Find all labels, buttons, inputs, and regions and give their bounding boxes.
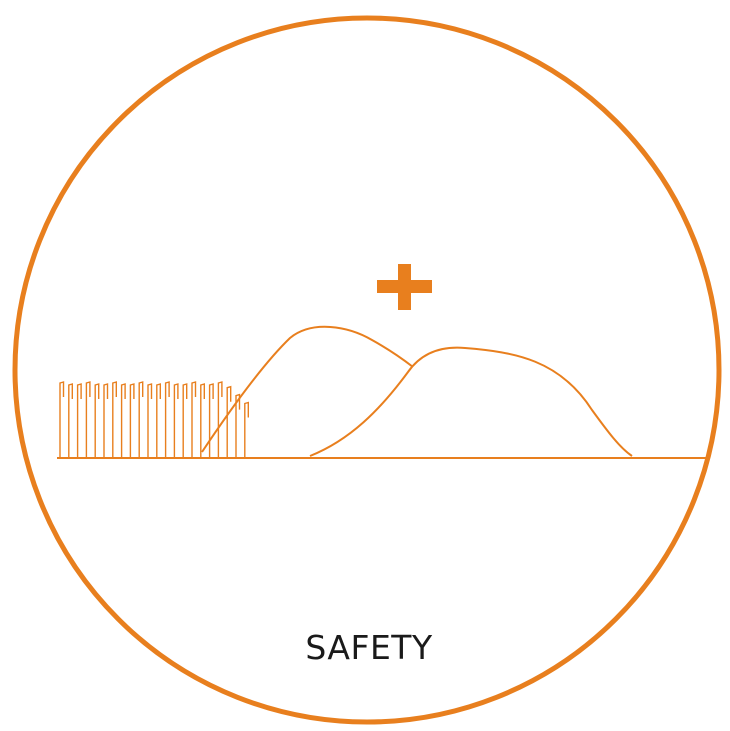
fence-post bbox=[201, 384, 205, 457]
fence-post bbox=[192, 382, 196, 457]
safety-label: SAFETY bbox=[305, 628, 433, 667]
fence-post bbox=[218, 382, 222, 457]
plus-icon bbox=[377, 264, 432, 310]
fence-post bbox=[69, 384, 73, 457]
fence-post bbox=[245, 403, 249, 458]
fence-post bbox=[210, 384, 214, 457]
fence-post bbox=[130, 384, 134, 457]
fence-post bbox=[122, 384, 126, 457]
fence-post bbox=[166, 382, 170, 457]
right-mound bbox=[310, 348, 632, 456]
fence-post bbox=[139, 382, 143, 457]
fence-post bbox=[95, 384, 99, 457]
fence-post bbox=[174, 384, 178, 457]
fence-post bbox=[78, 384, 82, 457]
fence-post bbox=[104, 384, 108, 457]
fence-post bbox=[86, 382, 90, 457]
outer-ring bbox=[15, 18, 719, 722]
fence-post bbox=[183, 384, 187, 457]
left-mound bbox=[202, 327, 413, 452]
fence-post bbox=[227, 387, 231, 457]
fence-posts bbox=[60, 382, 248, 457]
fence-post bbox=[60, 382, 64, 457]
fence-post bbox=[113, 382, 117, 457]
fence-post bbox=[148, 384, 152, 457]
fence-post bbox=[157, 384, 161, 457]
